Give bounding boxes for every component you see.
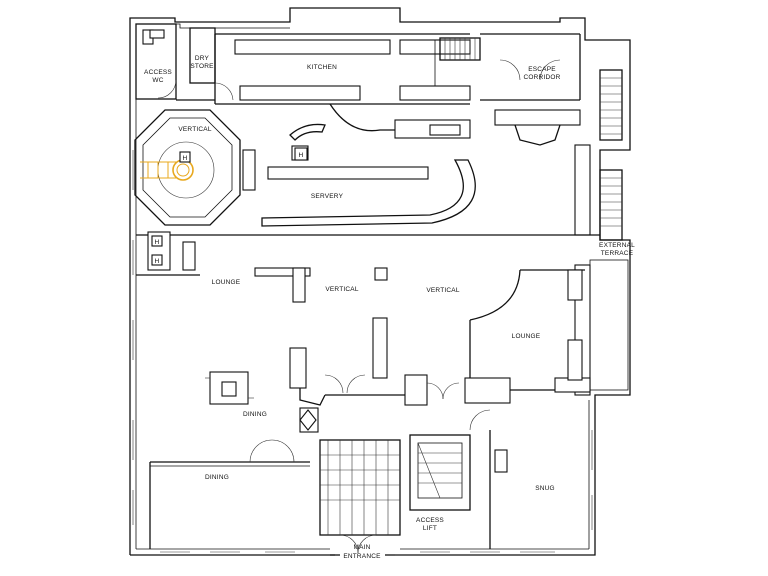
kitchen-block (214, 33, 471, 139)
label-dining-left: DINING (205, 474, 229, 481)
wc-store-block (135, 23, 234, 101)
lift-marker: H (155, 258, 160, 265)
label-dry-store: DRY (195, 55, 210, 62)
room-labels: ACCESS WC DRY STORE KITCHEN ESCAPE CORRI… (144, 55, 635, 560)
label-external-terrace-2: TERRACE (601, 250, 634, 257)
label-escape-corridor-2: CORRIDOR (524, 74, 561, 81)
label-vertical-center: VERTICAL (325, 286, 358, 293)
label-escape-corridor: ESCAPE (528, 66, 556, 73)
servery-counter (261, 123, 476, 227)
label-dry-store-2: STORE (190, 63, 214, 70)
label-access-wc-2: WC (152, 77, 163, 84)
lift-marker: H (183, 155, 188, 162)
label-lounge-right: LOUNGE (512, 333, 541, 340)
label-vertical-right: VERTICAL (426, 287, 459, 294)
label-access-lift: ACCESS (416, 517, 444, 524)
escape-corridor (439, 33, 623, 146)
label-servery: SERVERY (311, 193, 344, 200)
label-access-lift-2: LIFT (423, 525, 437, 532)
label-vertical-top: VERTICAL (178, 126, 211, 133)
lift-markers: H H H H (151, 147, 308, 266)
octagon-vertical (134, 109, 256, 226)
label-main-entrance-2: ENTRANCE (343, 553, 381, 560)
label-dining-center: DINING (243, 411, 267, 418)
lift-marker: H (155, 239, 160, 246)
outer-walls (129, 7, 631, 556)
interior-walls (136, 231, 600, 549)
label-main-entrance: MAIN (353, 544, 370, 551)
label-kitchen: KITCHEN (307, 64, 337, 71)
label-external-terrace: EXTERNAL (599, 242, 635, 249)
main-stair (319, 409, 508, 556)
label-access-wc: ACCESS (144, 69, 172, 76)
label-lounge-left: LOUNGE (212, 279, 241, 286)
label-snug: SNUG (535, 485, 555, 492)
lift-marker: H (299, 152, 304, 159)
